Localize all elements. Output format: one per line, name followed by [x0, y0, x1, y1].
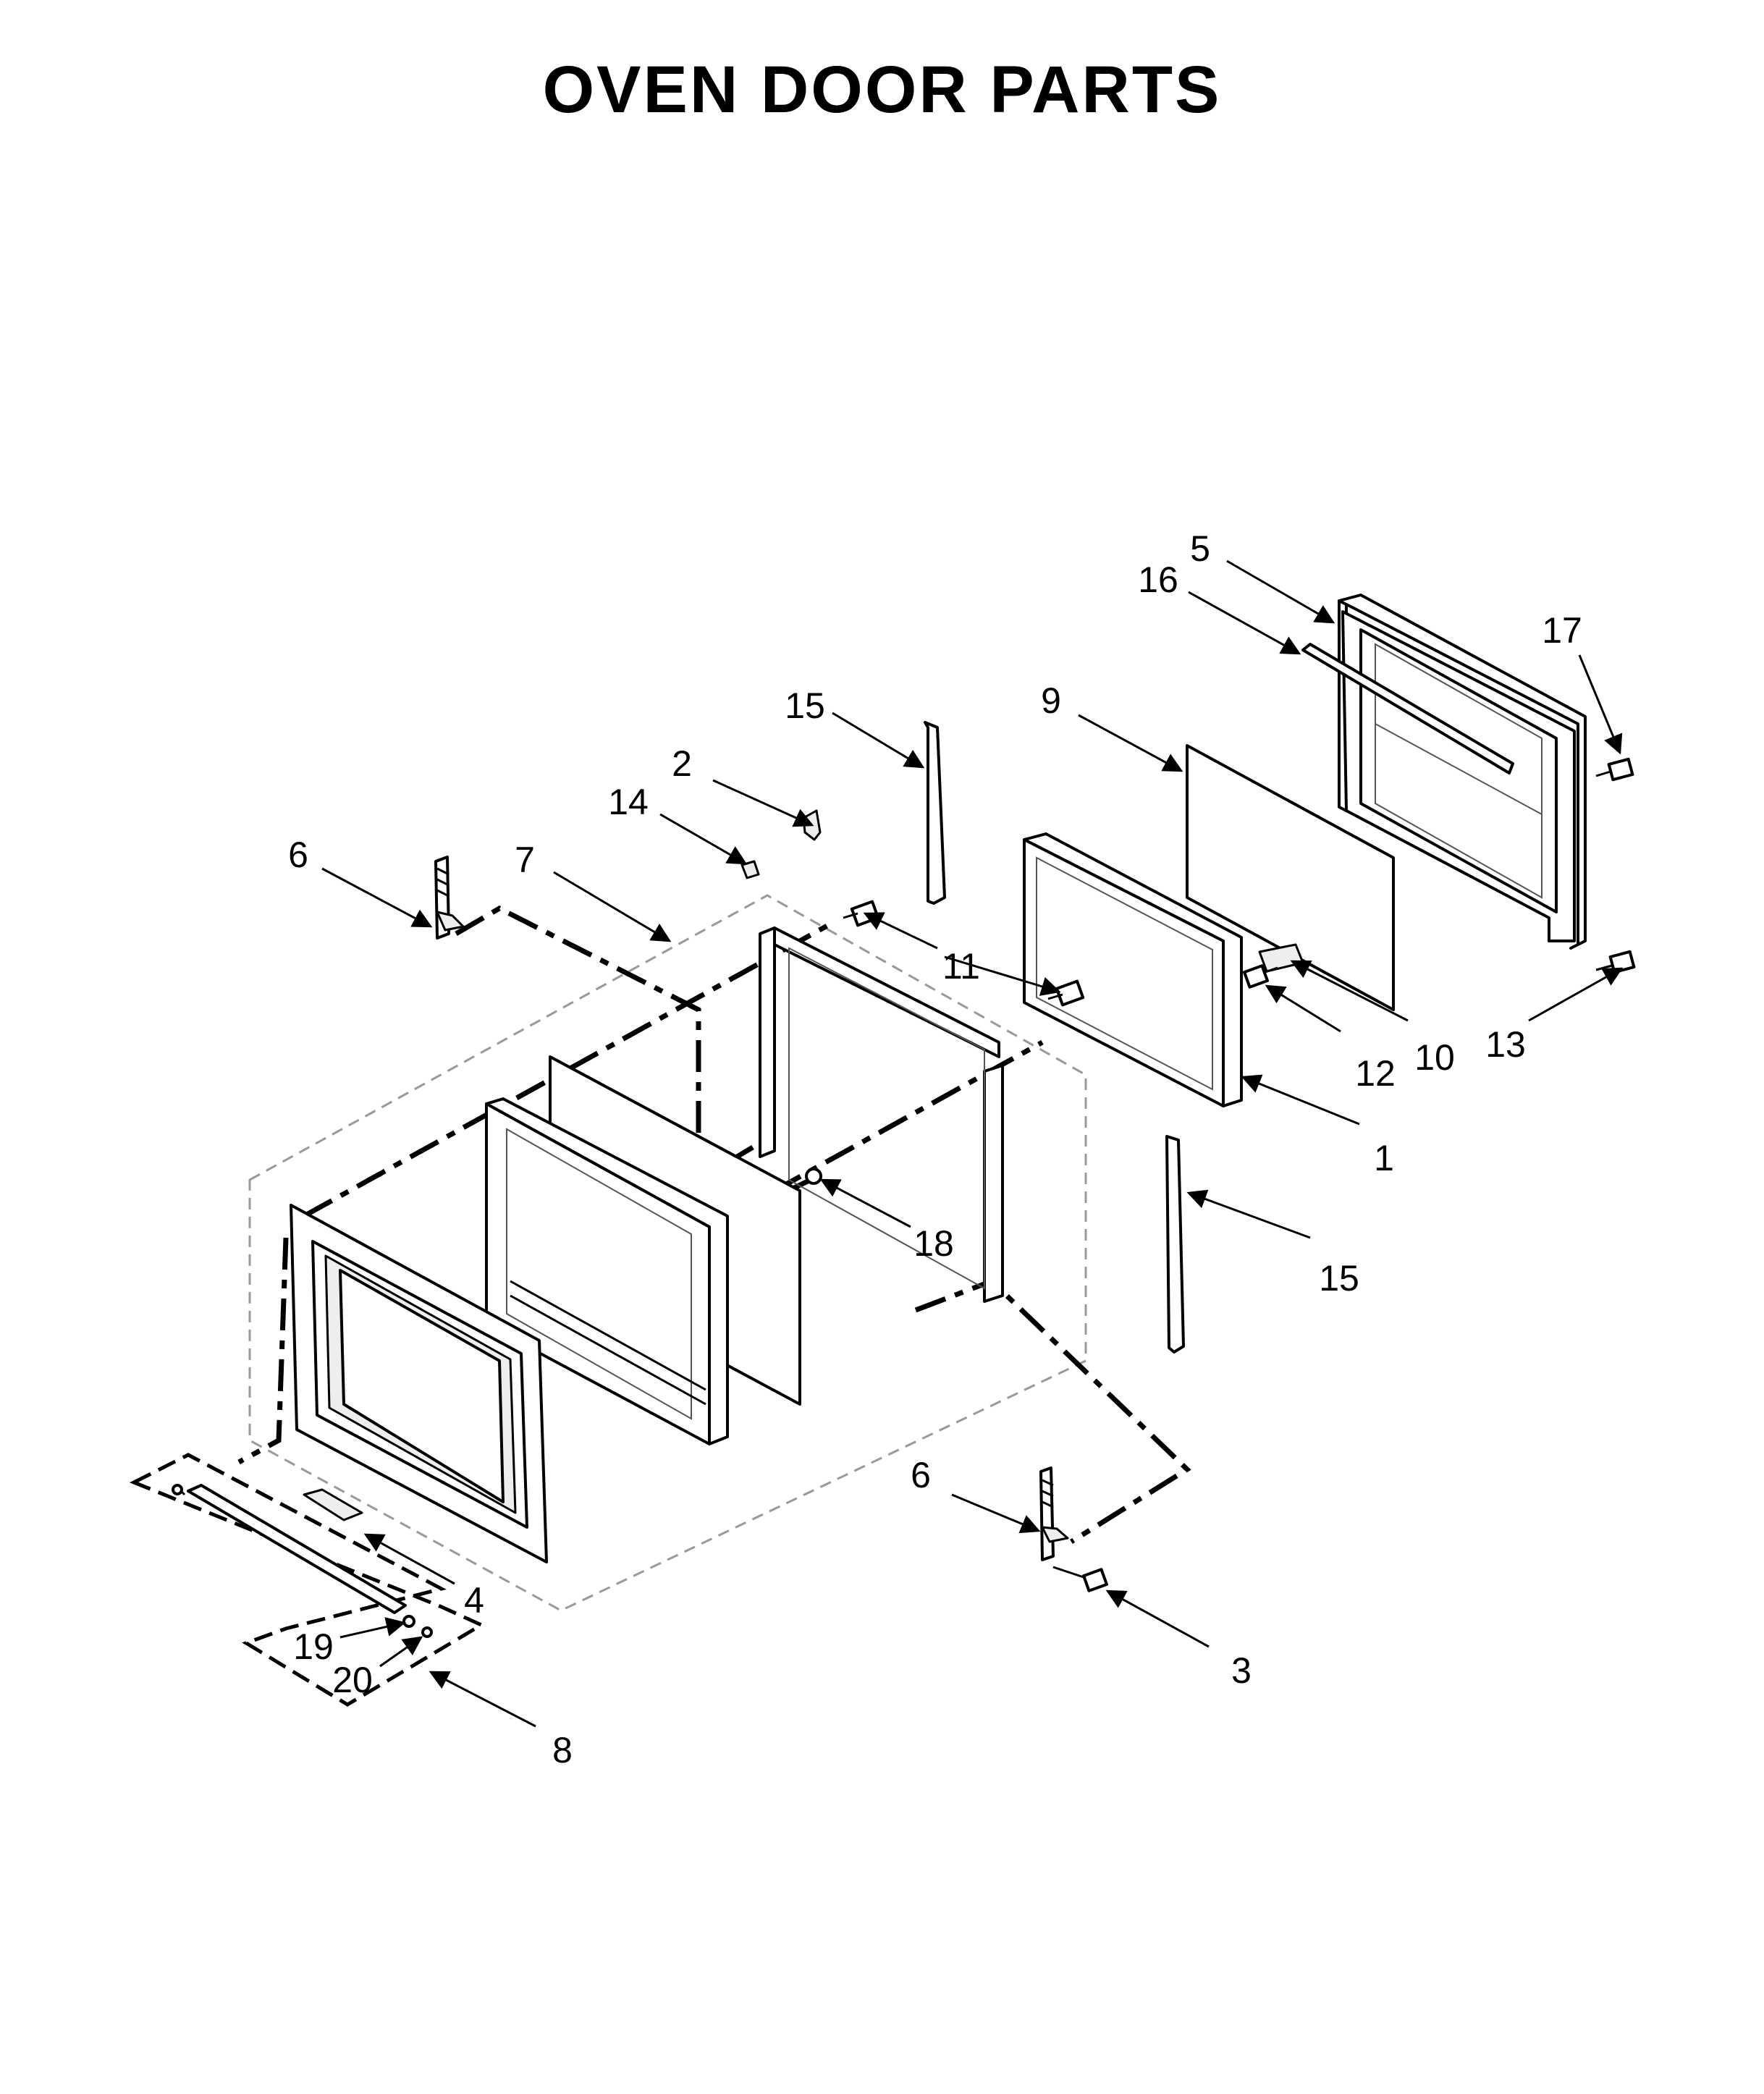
callout-4: 4 [464, 1580, 484, 1621]
side-trim-15-upper [924, 721, 946, 905]
door-badge [303, 1488, 363, 1521]
callout-5: 5 [1190, 528, 1210, 569]
callout-14: 14 [608, 782, 649, 822]
side-trim-15-lower [1165, 1135, 1185, 1354]
callout-8: 8 [552, 1730, 573, 1770]
inner-door-frame [1338, 594, 1587, 950]
screw-17 [1595, 757, 1634, 782]
callout-15-lower: 15 [1319, 1258, 1359, 1299]
handle-bar [180, 1484, 407, 1614]
outer-door [290, 1204, 548, 1563]
callout-10: 10 [1414, 1037, 1455, 1078]
callout-2: 2 [672, 743, 692, 784]
callout-6-upper: 6 [288, 835, 308, 875]
screw-13 [1595, 950, 1636, 974]
callout-1: 1 [1374, 1138, 1394, 1178]
glass-panel-9 [1186, 744, 1395, 1011]
callout-labels: 5 16 17 9 15 2 14 6 7 11 12 10 13 1 18 1… [288, 528, 1582, 1770]
handle-assembly-box [129, 1453, 486, 1707]
callout-16: 16 [1138, 560, 1178, 600]
callout-9: 9 [1041, 680, 1061, 721]
hinge-lower-right [1039, 1466, 1069, 1561]
callout-12: 12 [1355, 1053, 1396, 1094]
callout-6-lower: 6 [911, 1455, 931, 1495]
callout-18: 18 [913, 1223, 954, 1264]
grommet-18 [805, 1168, 822, 1185]
washer-20 [421, 1626, 433, 1638]
callout-20: 20 [332, 1660, 373, 1700]
screw-12 [1243, 964, 1278, 989]
page-title: OVEN DOOR PARTS [542, 53, 1222, 127]
hinge-upper-left [434, 856, 465, 940]
callout-7: 7 [515, 840, 535, 880]
hinge-alignment-line-left [455, 905, 754, 1185]
callout-11: 11 [942, 946, 980, 987]
leader-arrows [321, 560, 1624, 1728]
inner-glass-pack [1023, 832, 1243, 1107]
bracket-10 [1258, 943, 1304, 973]
door-inner-panel [485, 1097, 729, 1445]
callout-19: 19 [293, 1626, 334, 1667]
screw-3 [1052, 1566, 1108, 1592]
clip-14 [740, 860, 760, 879]
door-rail [1301, 643, 1514, 774]
assembly-line-top [303, 920, 834, 1219]
callout-15-upper: 15 [785, 685, 825, 726]
callout-17: 17 [1542, 610, 1582, 651]
end-cap [172, 1484, 183, 1495]
washer-19 [402, 1615, 415, 1628]
door-liner-frame [759, 926, 1004, 1303]
door-left-edge-line [237, 1237, 289, 1465]
callout-3: 3 [1231, 1650, 1252, 1691]
inner-door-outline [248, 894, 1087, 1612]
screw-11-upper [843, 900, 880, 927]
callout-13: 13 [1485, 1024, 1526, 1065]
